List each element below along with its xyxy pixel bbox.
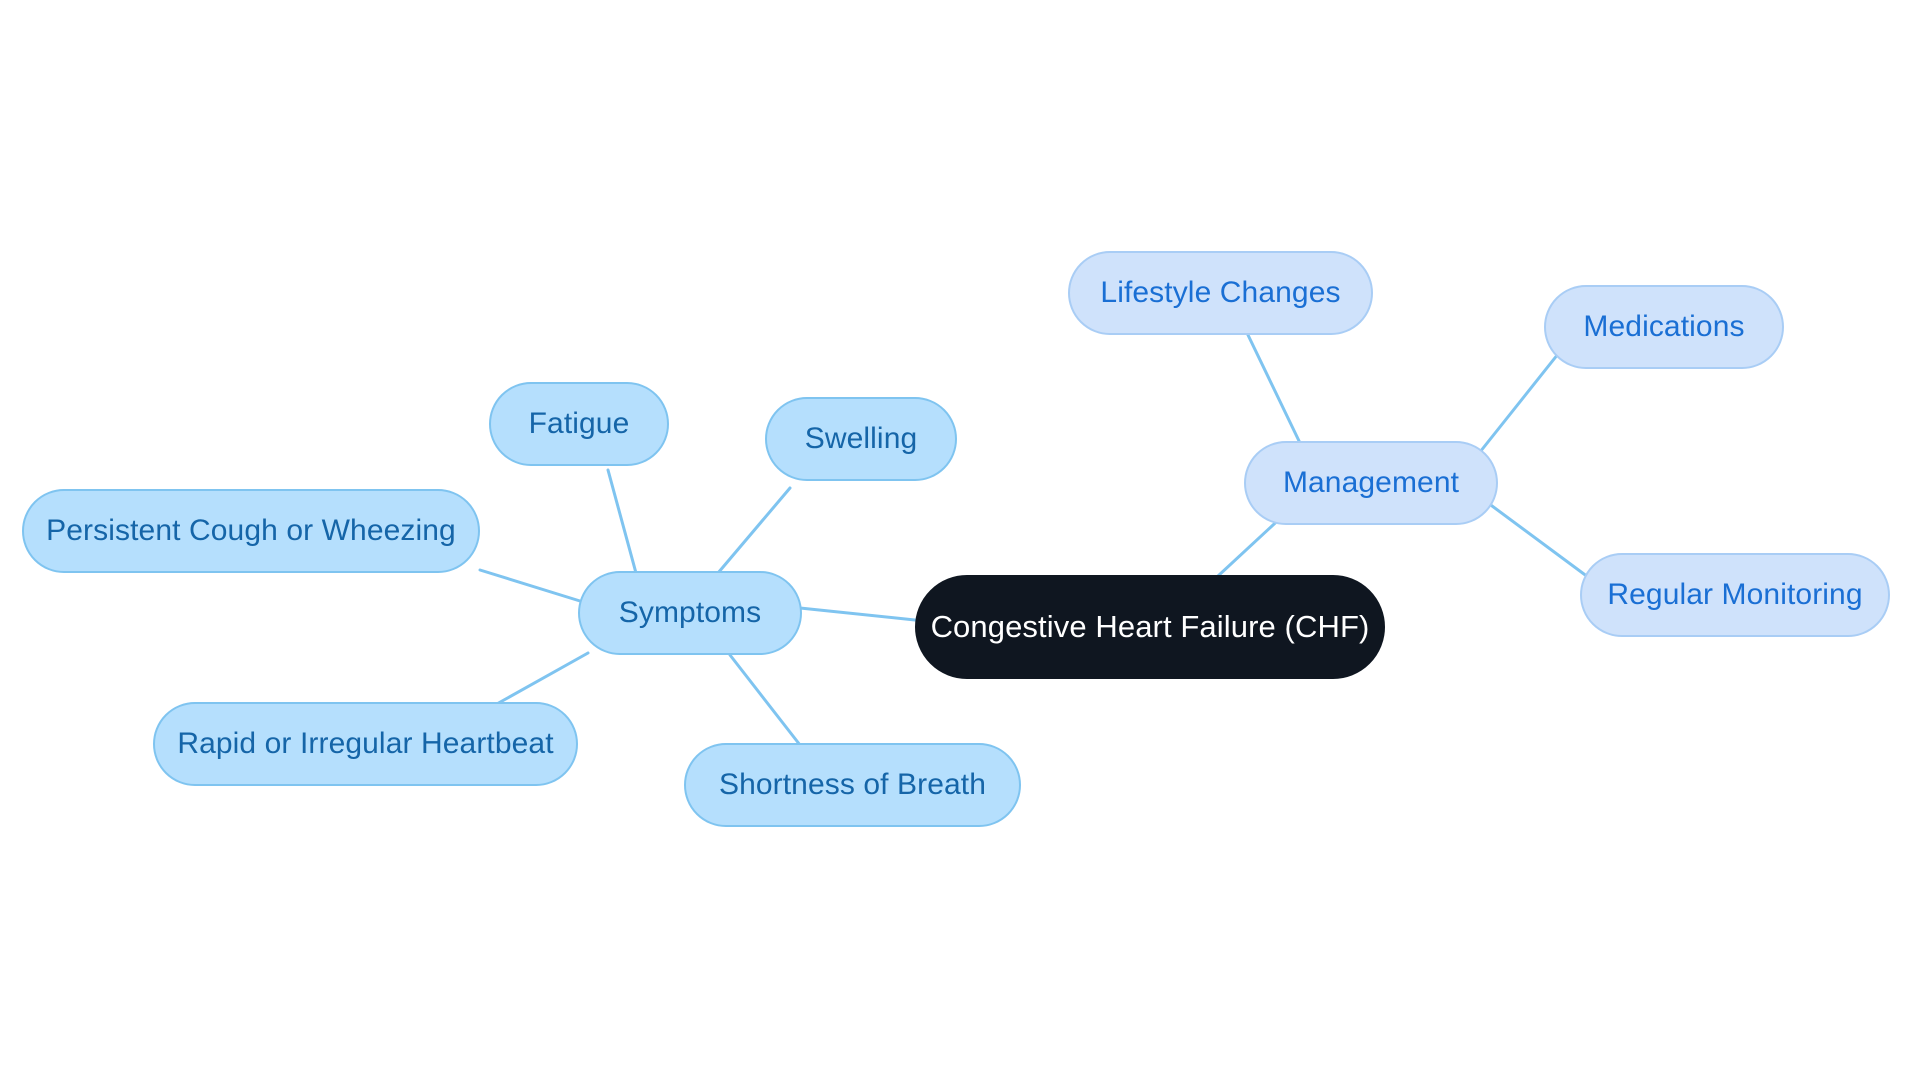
- node-persistent-cough-or-wheezing-label: Persistent Cough or Wheezing: [46, 514, 456, 547]
- node-regular-monitoring[interactable]: Regular Monitoring: [1580, 553, 1890, 637]
- node-shortness-of-breath-label: Shortness of Breath: [718, 768, 987, 801]
- edge-management-regular-monitoring: [1482, 498, 1594, 582]
- node-fatigue-label: Fatigue: [528, 407, 630, 440]
- edge-symptoms-swelling: [716, 486, 792, 575]
- node-lifestyle-changes-label: Lifestyle Changes: [1100, 276, 1341, 309]
- edge-symptoms-rapid-heartbeat: [493, 651, 590, 707]
- node-persistent-cough-or-wheezing[interactable]: Persistent Cough or Wheezing: [22, 489, 480, 573]
- node-management-label: Management: [1282, 466, 1460, 499]
- node-rapid-or-irregular-heartbeat-label: Rapid or Irregular Heartbeat: [177, 727, 554, 760]
- edge-symptoms-shortness-of-breath: [728, 653, 802, 747]
- edge-root-symptoms: [798, 606, 917, 622]
- node-fatigue[interactable]: Fatigue: [489, 382, 669, 466]
- node-management[interactable]: Management: [1244, 441, 1498, 525]
- node-swelling-label: Swelling: [804, 422, 918, 455]
- node-symptoms-label: Symptoms: [618, 596, 762, 629]
- node-lifestyle-changes[interactable]: Lifestyle Changes: [1068, 251, 1373, 335]
- node-medications[interactable]: Medications: [1544, 285, 1784, 369]
- edge-symptoms-fatigue: [606, 468, 638, 575]
- edge-management-medications: [1478, 347, 1564, 454]
- node-shortness-of-breath[interactable]: Shortness of Breath: [684, 743, 1021, 827]
- node-swelling[interactable]: Swelling: [765, 397, 957, 481]
- node-medications-label: Medications: [1583, 310, 1745, 343]
- node-rapid-or-irregular-heartbeat[interactable]: Rapid or Irregular Heartbeat: [153, 702, 578, 786]
- node-root-label: Congestive Heart Failure (CHF): [930, 609, 1370, 644]
- node-root[interactable]: Congestive Heart Failure (CHF): [915, 575, 1385, 679]
- node-symptoms[interactable]: Symptoms: [578, 571, 802, 655]
- node-regular-monitoring-label: Regular Monitoring: [1607, 578, 1863, 611]
- edge-management-lifestyle-changes: [1246, 333, 1302, 445]
- edge-symptoms-persistent-cough: [478, 568, 582, 603]
